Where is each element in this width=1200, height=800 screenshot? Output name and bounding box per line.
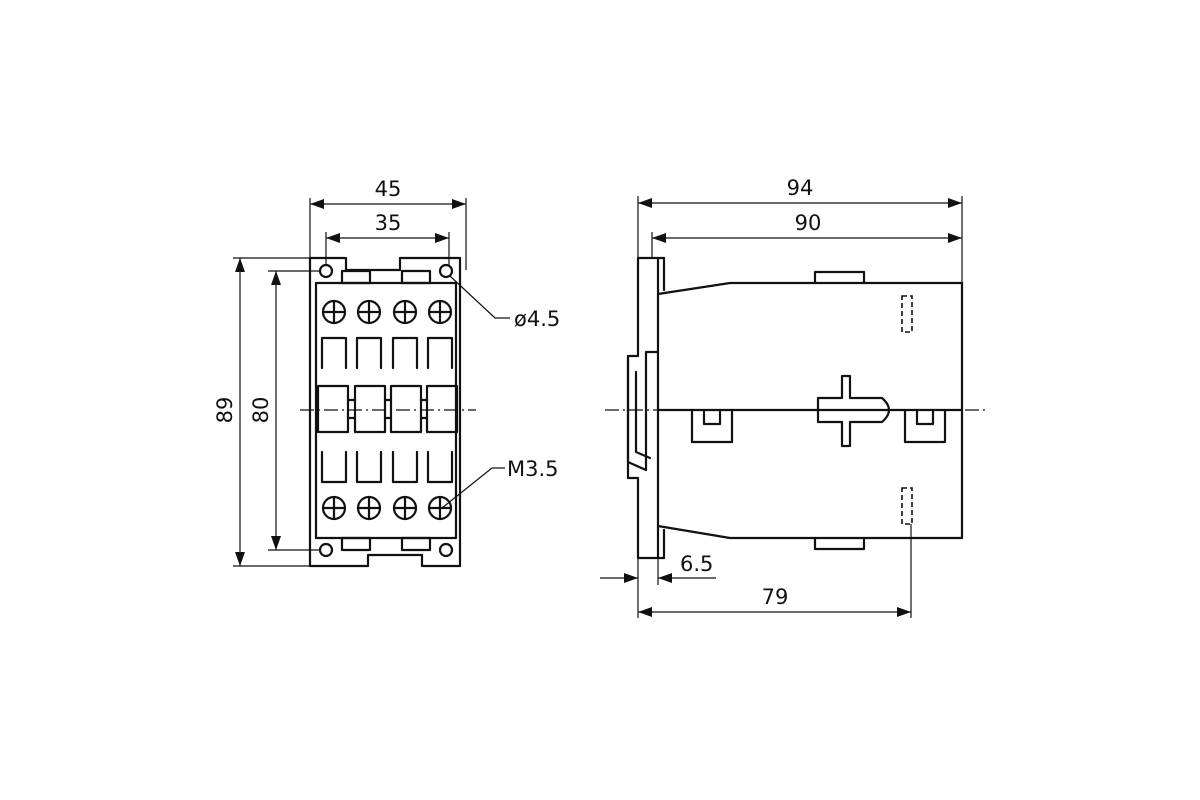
dim-label-35: 35: [375, 211, 402, 235]
dimension-height-outer: 89: [213, 257, 322, 567]
dimension-rail-offset: 6.5: [600, 552, 716, 618]
terminal-screw-row-top: [321, 299, 453, 325]
mounting-hole-top-left: [318, 263, 334, 279]
dim-label-80: 80: [249, 397, 273, 424]
hole-diameter-label: ø4.5: [514, 307, 560, 331]
side-view: 94 90 6.5 79: [600, 176, 985, 618]
dimension-mount-depth: 79: [638, 524, 912, 618]
mounting-hole-bottom-left: [318, 542, 334, 558]
hidden-feature-bottom: [901, 487, 913, 525]
mounting-hole-top-right: [438, 263, 454, 279]
bottom-bump: [813, 536, 866, 551]
dimension-width-inner: 35: [325, 211, 450, 265]
dim-label-94: 94: [787, 176, 814, 200]
dim-label-90: 90: [795, 211, 822, 235]
top-bump: [813, 270, 866, 285]
contact-windows: [316, 384, 459, 434]
front-view: 45 35 89 80: [213, 177, 560, 568]
armature: [816, 374, 891, 448]
dimension-width-outer: 45: [309, 177, 467, 270]
dim-label-45: 45: [375, 177, 402, 201]
side-tab-right: [903, 408, 947, 444]
dimension-height-inner: 80: [249, 270, 320, 551]
screw-size-label: M3.5: [507, 457, 559, 481]
dimension-depth-total: 94: [637, 176, 963, 283]
hidden-feature-top: [901, 295, 913, 333]
mounting-hole-bottom-right: [438, 542, 454, 558]
terminal-screw-row-bottom: [321, 495, 453, 521]
dim-label-79: 79: [762, 585, 789, 609]
side-tab-left: [690, 408, 734, 444]
dim-label-89: 89: [213, 397, 237, 424]
dimension-depth-body: 90: [651, 211, 962, 258]
leader-hole: ø4.5: [449, 275, 560, 331]
leader-screw: M3.5: [441, 457, 559, 509]
terminal-cavities-bottom: [320, 450, 454, 484]
dim-label-6-5: 6.5: [680, 552, 713, 576]
terminal-cavities-top: [320, 336, 454, 370]
